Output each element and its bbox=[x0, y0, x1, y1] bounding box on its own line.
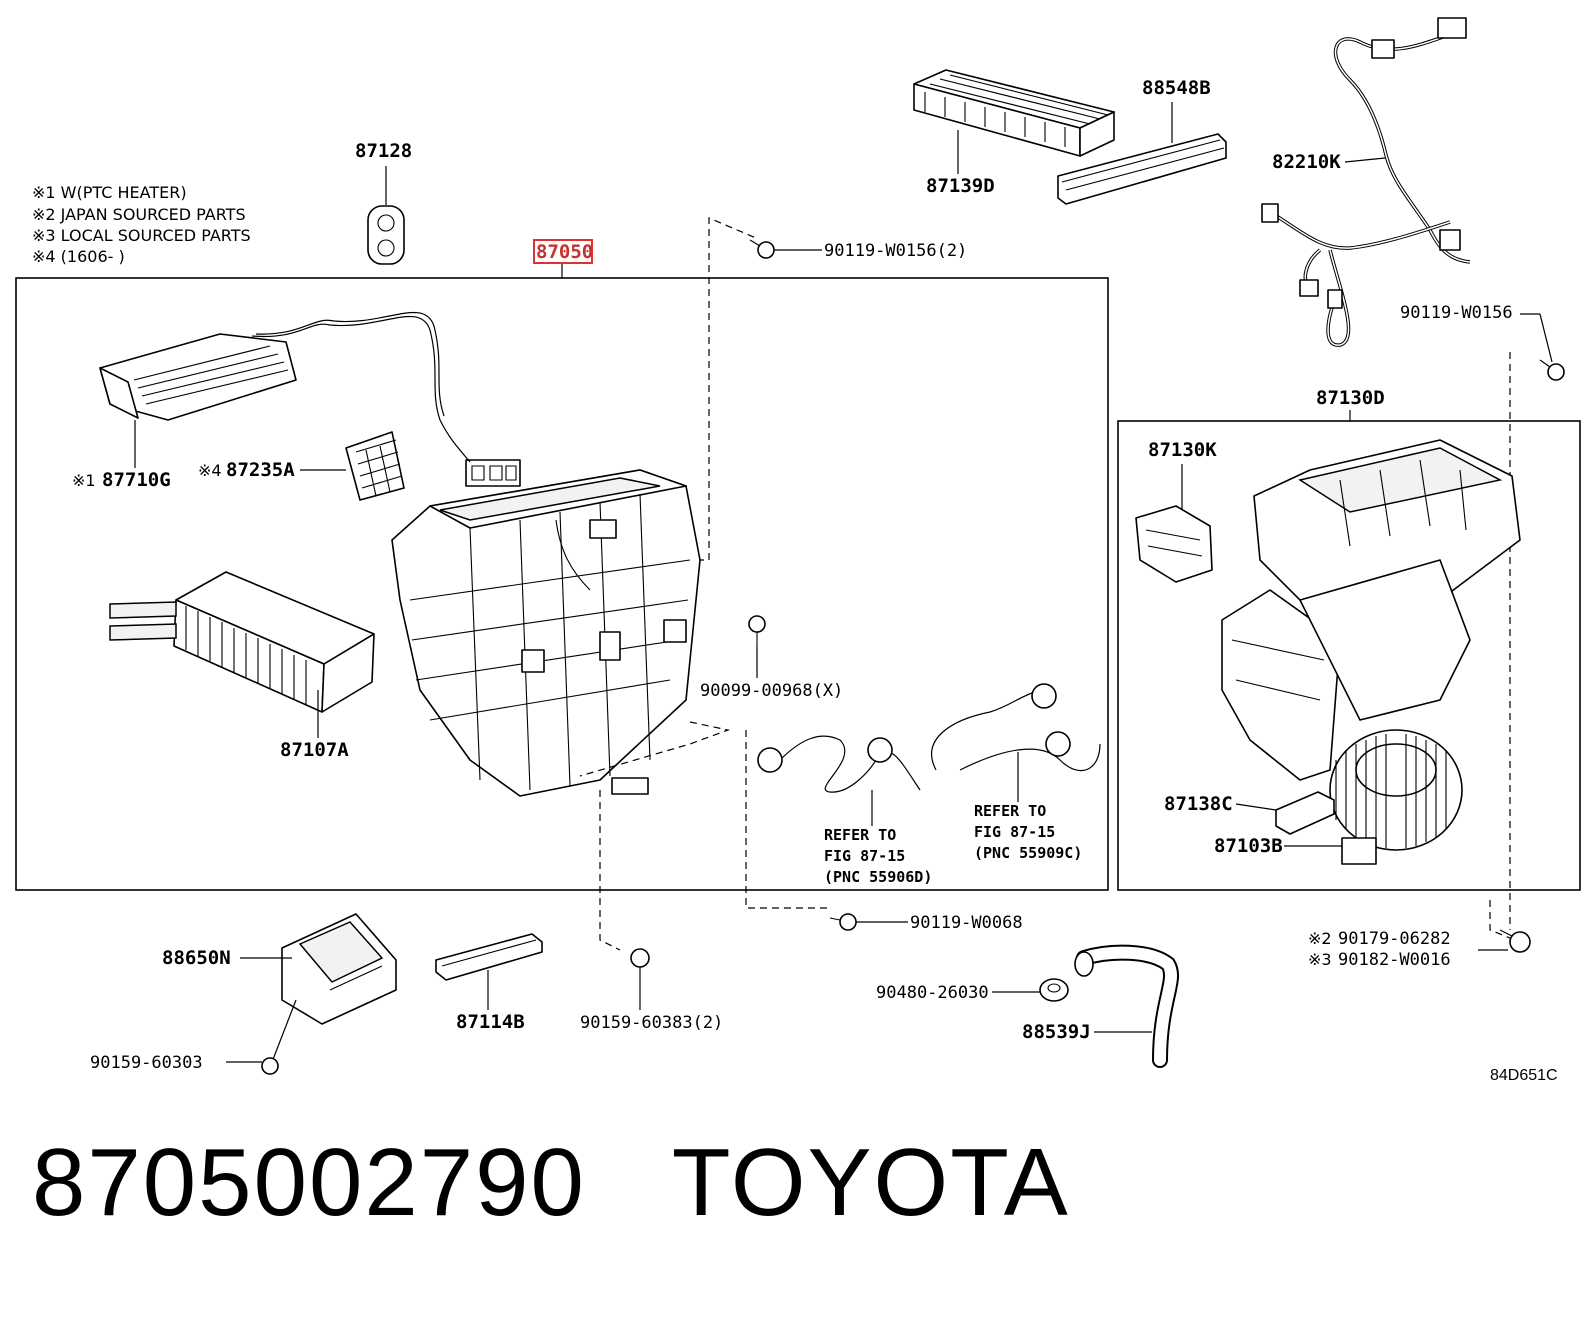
note-1: ※1 W(PTC HEATER) bbox=[32, 183, 187, 202]
brand-name: TOYOTA bbox=[671, 1129, 1070, 1236]
wire-harness-82210K bbox=[1261, 17, 1471, 347]
label-90179-06282[interactable]: 90179-06282 bbox=[1338, 929, 1451, 949]
label-88539J[interactable]: 88539J bbox=[1022, 1021, 1091, 1043]
ref2-line1: REFER TO bbox=[974, 802, 1046, 820]
label-90119-W0156-2[interactable]: 90119-W0156(2) bbox=[824, 241, 967, 261]
mark-90182: ※3 bbox=[1308, 950, 1332, 969]
parts-diagram: ※1 W(PTC HEATER) ※2 JAPAN SOURCED PARTS … bbox=[15, 17, 1581, 1084]
part-number: 8705002790 bbox=[32, 1129, 586, 1236]
blower-fan-87103B bbox=[1329, 729, 1463, 865]
label-87114B[interactable]: 87114B bbox=[456, 1011, 525, 1033]
screw-90119-W0068 bbox=[829, 913, 857, 931]
mark-90179: ※2 bbox=[1308, 929, 1332, 948]
label-87128[interactable]: 87128 bbox=[355, 140, 412, 162]
label-88548B[interactable]: 88548B bbox=[1142, 77, 1211, 99]
label-88650N[interactable]: 88650N bbox=[162, 947, 231, 969]
note-4: ※4 (1606- ) bbox=[32, 247, 125, 266]
hvac-case-87050 bbox=[391, 469, 701, 797]
grommet-87128 bbox=[367, 205, 405, 265]
label-90182-W0016[interactable]: 90182-W0016 bbox=[1338, 950, 1451, 970]
label-90119-W0156[interactable]: 90119-W0156 bbox=[1400, 303, 1513, 323]
amplifier-88650N bbox=[281, 913, 397, 1025]
screw-90099-00968 bbox=[748, 615, 766, 646]
screw-90159-60303 bbox=[261, 1057, 279, 1075]
filter-cover-88548B bbox=[1057, 133, 1227, 205]
mark-87710G: ※1 bbox=[72, 471, 96, 490]
sensor-55909C bbox=[931, 683, 1101, 772]
drain-hose-88539J bbox=[1074, 944, 1179, 1068]
figure-code: 84D651C bbox=[1490, 1067, 1558, 1084]
ref1-line3[interactable]: (PNC 55906D) bbox=[824, 868, 932, 886]
label-87103B[interactable]: 87103B bbox=[1214, 835, 1283, 857]
part-title: 8705002790 TOYOTA bbox=[32, 1128, 1156, 1238]
sensor-55906D bbox=[757, 735, 921, 793]
mark-87235A: ※4 bbox=[198, 461, 222, 480]
ref1-line2: FIG 87-15 bbox=[824, 847, 905, 865]
heater-core-87107A bbox=[109, 571, 375, 713]
ref2-line2: FIG 87-15 bbox=[974, 823, 1055, 841]
label-87710G[interactable]: 87710G bbox=[102, 469, 171, 491]
label-87139D[interactable]: 87139D bbox=[926, 175, 995, 197]
ref1-line1: REFER TO bbox=[824, 826, 896, 844]
label-87050[interactable]: 87050 bbox=[536, 241, 593, 263]
cabin-filter-87139D bbox=[913, 69, 1115, 157]
blower-frame-87130D bbox=[1117, 420, 1581, 891]
grommet-90480-26030 bbox=[1039, 978, 1069, 1002]
note-3: ※3 LOCAL SOURCED PARTS bbox=[32, 226, 251, 245]
label-87235A[interactable]: 87235A bbox=[226, 459, 295, 481]
label-90119-W0068[interactable]: 90119-W0068 bbox=[910, 913, 1023, 933]
label-82210K[interactable]: 82210K bbox=[1272, 151, 1341, 173]
label-87107A[interactable]: 87107A bbox=[280, 739, 349, 761]
screw-90119-W0156-x2 bbox=[749, 239, 775, 259]
screw-90179-90182 bbox=[1499, 929, 1531, 953]
label-87138C[interactable]: 87138C bbox=[1164, 793, 1233, 815]
screw-90119-W0156 bbox=[1539, 359, 1565, 381]
label-87130D[interactable]: 87130D bbox=[1316, 387, 1385, 409]
resistor-87138C bbox=[1275, 791, 1335, 835]
screw-90159-60383 bbox=[630, 948, 650, 968]
ptc-heater-87710G bbox=[99, 311, 521, 487]
ref2-line3[interactable]: (PNC 55909C) bbox=[974, 844, 1082, 862]
label-90099-00968[interactable]: 90099-00968(X) bbox=[700, 681, 843, 701]
label-90159-60303[interactable]: 90159-60303 bbox=[90, 1053, 203, 1073]
highlight-box-87050 bbox=[533, 239, 593, 264]
label-87130K[interactable]: 87130K bbox=[1148, 439, 1217, 461]
bracket-87235A bbox=[345, 431, 405, 501]
note-2: ※2 JAPAN SOURCED PARTS bbox=[32, 205, 246, 224]
label-90159-60383[interactable]: 90159-60383(2) bbox=[580, 1013, 723, 1033]
blower-housing-87130D bbox=[1221, 439, 1521, 781]
label-90480-26030[interactable]: 90480-26030 bbox=[876, 983, 989, 1003]
part-87114B bbox=[435, 933, 543, 981]
actuator-87130K bbox=[1135, 505, 1213, 583]
